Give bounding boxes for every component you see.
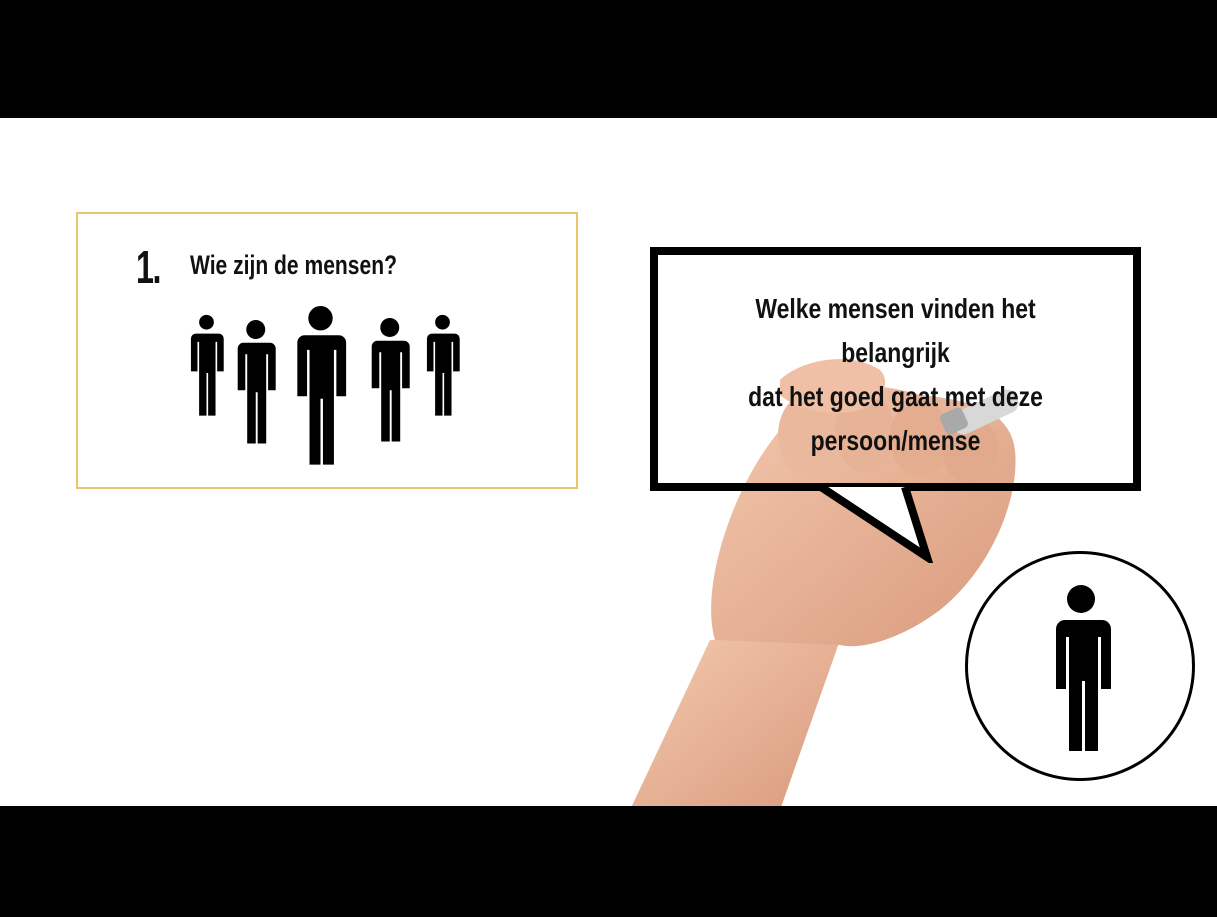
left-gutter <box>0 118 8 806</box>
speech-bubble-tail <box>815 483 935 563</box>
person-icon <box>238 320 276 444</box>
question-card: 1. Wie zijn de mensen? <box>76 212 578 489</box>
speech-line-3: persoon/mense <box>701 419 1091 463</box>
person-icon <box>1048 584 1114 752</box>
top-letterbox-bar <box>0 0 1217 118</box>
person-icon <box>297 306 346 465</box>
bottom-letterbox-bar <box>0 806 1217 917</box>
person-icon <box>372 318 410 442</box>
person-circle <box>965 551 1195 781</box>
speech-line-2: dat het goed gaat met deze <box>701 375 1091 419</box>
person-icon <box>427 315 460 416</box>
people-group-icon <box>186 306 476 481</box>
person-icon <box>191 315 224 416</box>
speech-bubble: Welke mensen vinden het belangrijk dat h… <box>650 247 1141 491</box>
speech-line-1: Welke mensen vinden het belangrijk <box>701 287 1091 375</box>
question-number: 1. <box>136 240 160 294</box>
question-title: Wie zijn de mensen? <box>190 250 397 281</box>
